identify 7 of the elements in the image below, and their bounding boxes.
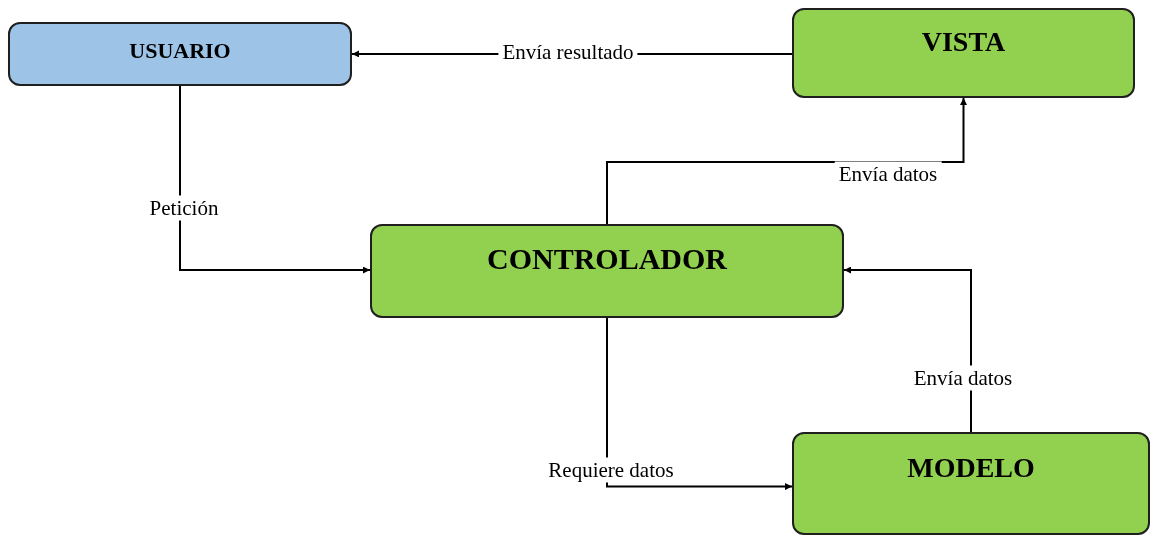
controller-box: CONTROLADOR (370, 224, 844, 318)
user-box: USUARIO (8, 22, 352, 86)
view-box: VISTA (792, 8, 1135, 98)
model-box: MODELO (792, 432, 1150, 535)
arrow (606, 317, 793, 491)
arrow (179, 85, 371, 274)
arrow (843, 266, 972, 433)
